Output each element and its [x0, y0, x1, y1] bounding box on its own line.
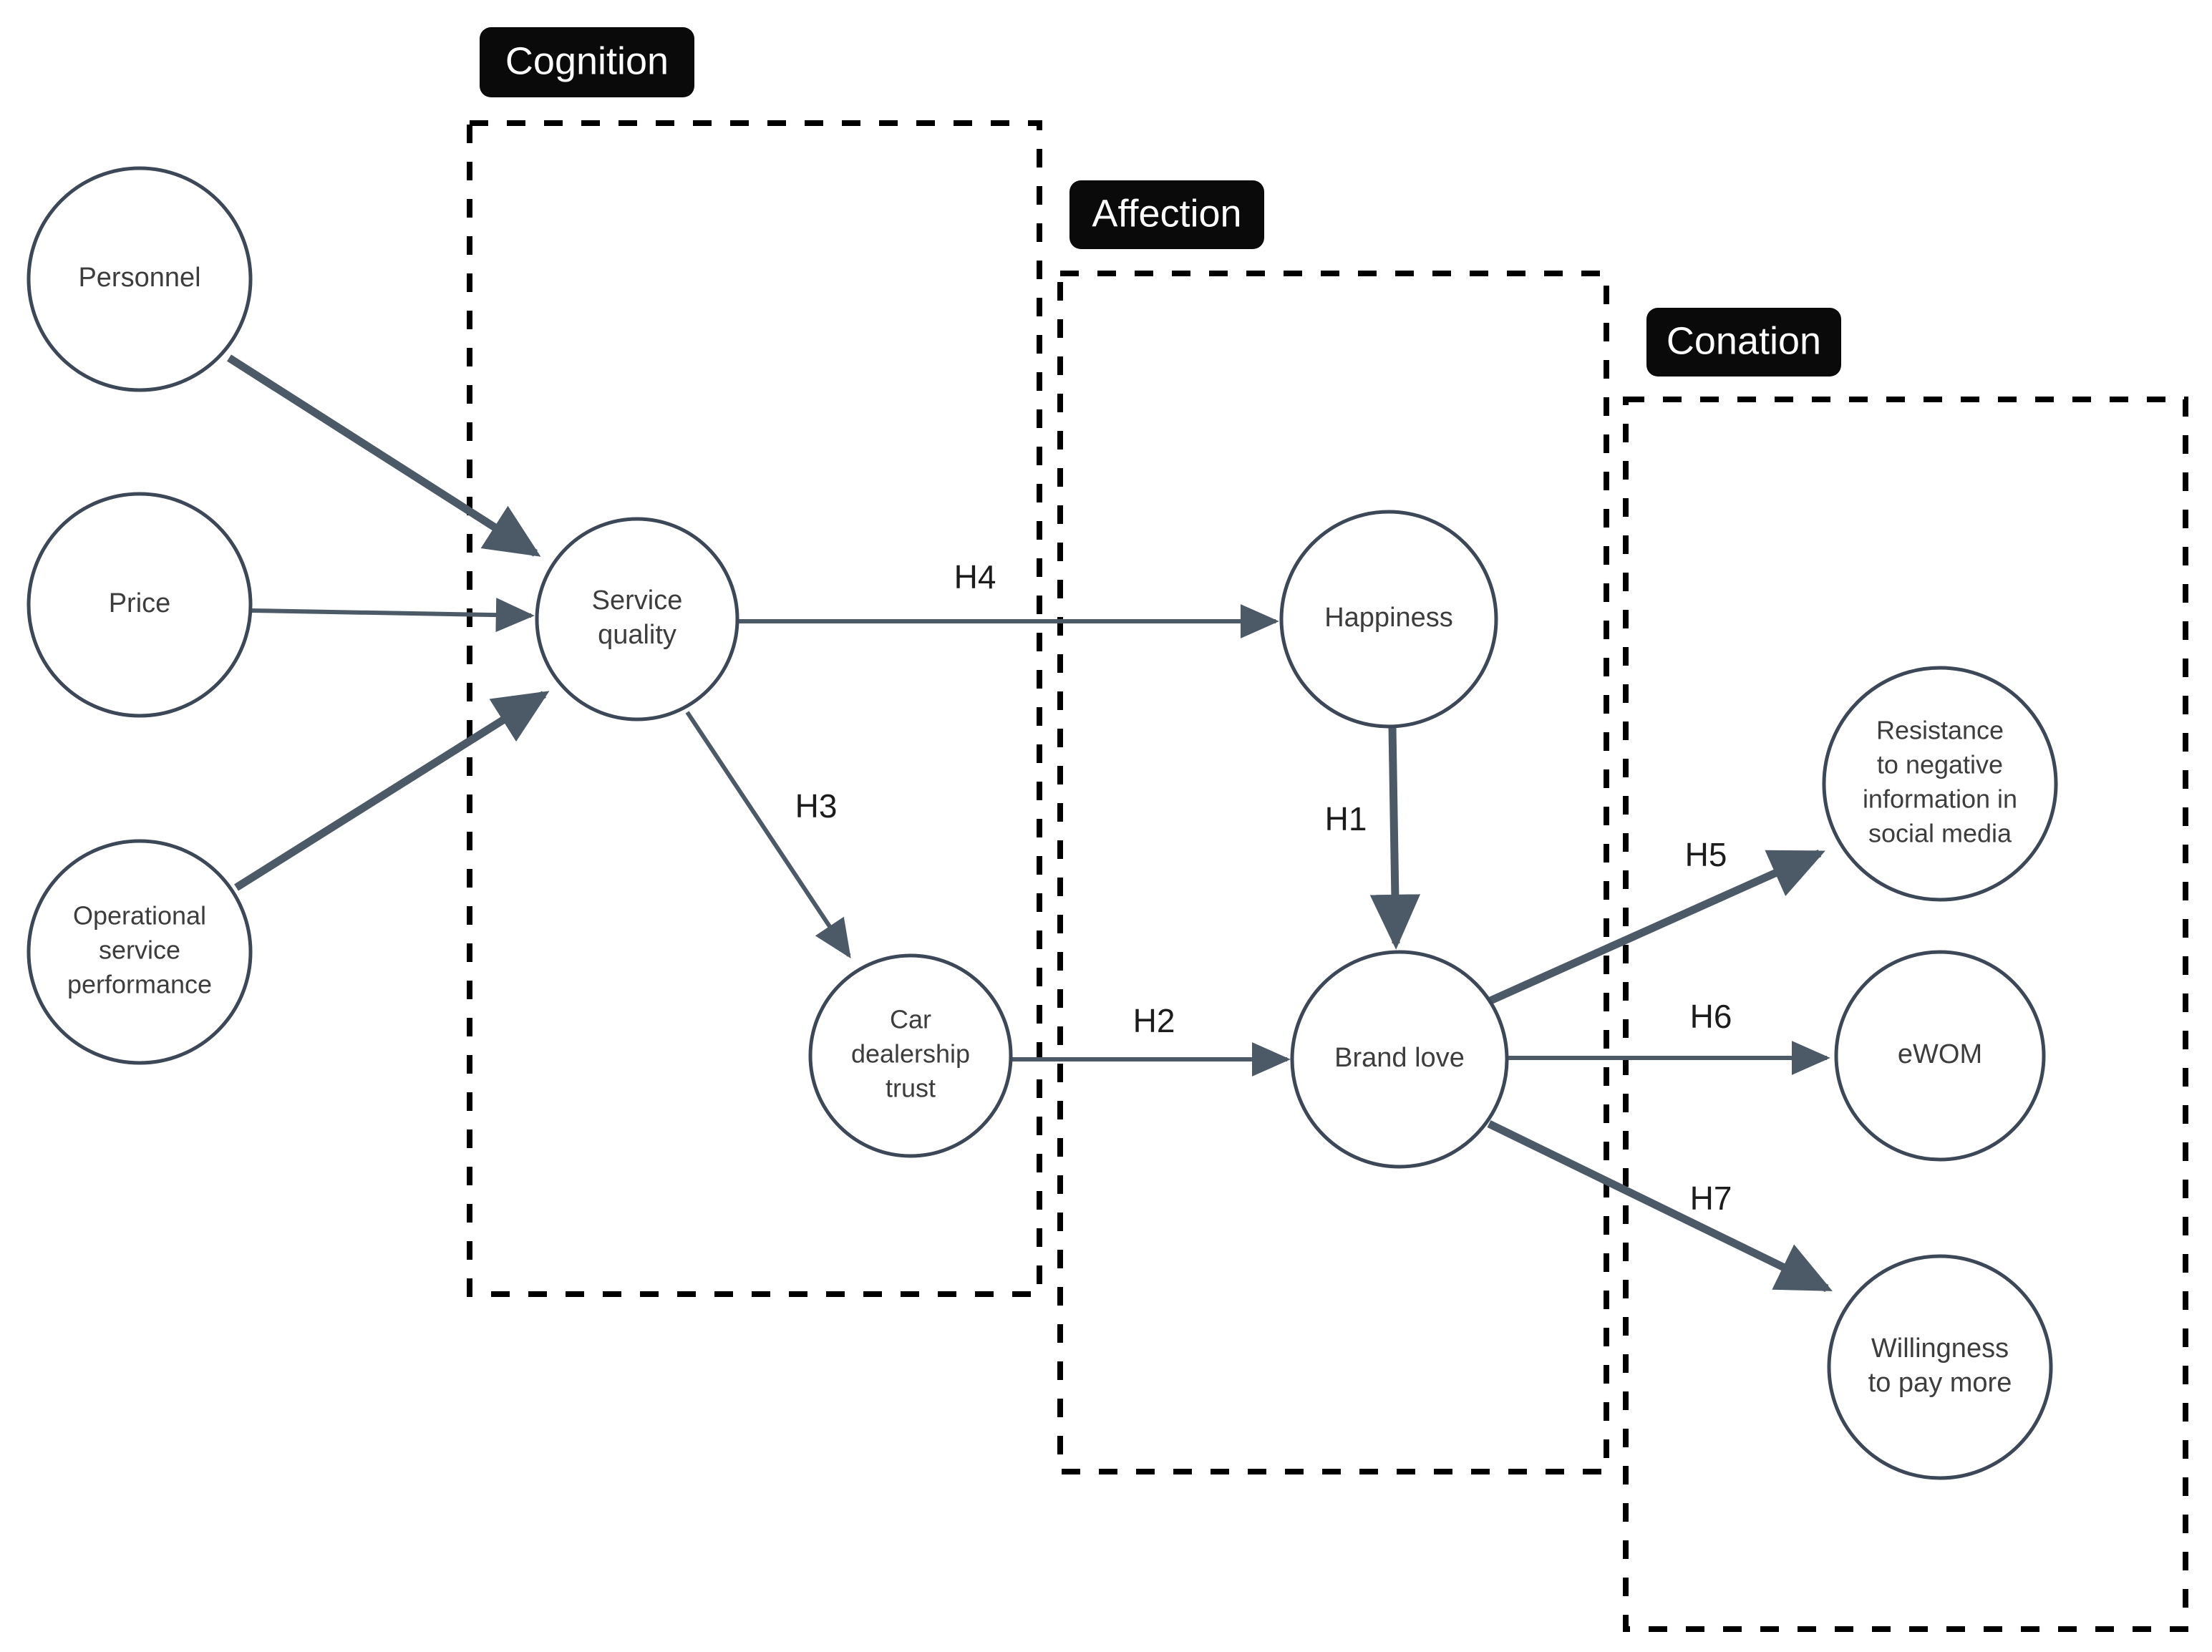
node-label-operational-service-performance: Operational — [73, 901, 206, 931]
edge-label-h2: H2 — [1133, 1002, 1175, 1039]
edge-label-h4: H4 — [954, 558, 996, 596]
node-price[interactable]: Price — [26, 492, 253, 718]
group-boxes-layer — [467, 120, 2188, 1632]
node-circle-price[interactable] — [26, 492, 253, 718]
node-label-personnel: Personnel — [78, 263, 200, 293]
node-personnel[interactable]: Personnel — [26, 166, 253, 392]
node-label-car-dealership-trust: Car — [890, 1005, 931, 1034]
node-label-happiness: Happiness — [1324, 603, 1453, 633]
node-label-service-quality: quality — [598, 620, 676, 650]
group-chip-label-conation: Conation — [1667, 319, 1821, 362]
group-chip-conation: Conation — [1646, 308, 1841, 376]
node-circle-car-dealership-trust[interactable] — [808, 953, 1013, 1158]
node-circle-ewom[interactable] — [1834, 950, 2046, 1162]
group-box-cognition — [467, 120, 1042, 1297]
node-label-car-dealership-trust: dealership — [851, 1039, 970, 1069]
edge-personnel-to-service-quality — [227, 354, 541, 557]
edge-label-h5: H5 — [1685, 836, 1727, 873]
node-circle-resistance-to-negative-information-in-social-media[interactable] — [1822, 666, 2058, 902]
node-label-resistance-to-negative-information-in-social-media: Resistance — [1876, 716, 2004, 745]
edge-label-h6: H6 — [1690, 998, 1732, 1035]
group-chip-label-cognition: Cognition — [505, 39, 669, 82]
group-chip-cognition: Cognition — [480, 27, 694, 97]
edge-brand-love-to-resistance — [1488, 849, 1826, 1005]
edge-operational-to-service-quality — [234, 691, 550, 891]
node-label-ewom: eWOM — [1898, 1039, 1982, 1069]
node-label-brand-love: Brand love — [1334, 1043, 1465, 1073]
group-box-affection — [1057, 271, 1609, 1474]
group-chip-bg-conation — [1646, 308, 1841, 376]
node-willingness-to-pay-more[interactable]: Willingness to pay more — [1827, 1254, 2053, 1480]
node-happiness[interactable]: Happiness — [1279, 510, 1498, 729]
node-label-willingness-to-pay-more: Willingness — [1871, 1333, 2009, 1364]
node-ewom[interactable]: eWOM — [1834, 950, 2046, 1162]
node-circle-brand-love[interactable] — [1290, 950, 1509, 1169]
group-chip-bg-cognition — [480, 27, 694, 97]
node-resistance-to-negative-information-in-social-media[interactable]: Resistance to negative information in socia… — [1822, 666, 2058, 902]
edge-price-to-service-quality — [251, 598, 535, 633]
edge-happiness-to-brand-love — [1369, 727, 1421, 950]
node-label-operational-service-performance: performance — [67, 970, 212, 999]
group-chip-label-affection: Affection — [1092, 192, 1241, 235]
group-chip-bg-affection — [1069, 180, 1264, 249]
node-label-service-quality: Service — [592, 586, 683, 616]
node-label-resistance-to-negative-information-in-social-media: social media — [1868, 819, 2012, 848]
node-circle-operational-service-performance[interactable] — [26, 839, 253, 1065]
node-label-car-dealership-trust: trust — [886, 1074, 936, 1103]
edge-label-h3: H3 — [795, 787, 838, 825]
edges-layer — [227, 354, 1833, 1292]
node-circle-willingness-to-pay-more[interactable] — [1827, 1254, 2053, 1480]
node-circle-service-quality[interactable] — [535, 517, 739, 721]
node-label-resistance-to-negative-information-in-social-media: information in — [1863, 784, 2017, 814]
node-car-dealership-trust[interactable]: Car dealership trust — [808, 953, 1013, 1158]
edge-label-h7: H7 — [1690, 1180, 1732, 1217]
node-label-resistance-to-negative-information-in-social-media: to negative — [1877, 750, 2003, 779]
node-operational-service-performance[interactable]: Operational service performance — [26, 839, 253, 1065]
node-service-quality[interactable]: Service quality — [535, 517, 739, 721]
edge-label-h1: H1 — [1325, 800, 1367, 837]
group-chip-affection: Affection — [1069, 180, 1264, 249]
node-label-willingness-to-pay-more: to pay more — [1868, 1368, 2012, 1398]
edge-brand-love-to-willingness — [1487, 1120, 1833, 1292]
node-label-operational-service-performance: service — [99, 936, 180, 965]
node-circle-personnel[interactable] — [26, 166, 253, 392]
node-label-price: Price — [109, 588, 171, 618]
node-brand-love[interactable]: Brand love — [1290, 950, 1509, 1169]
edge-service-quality-to-car-dealership-trust — [685, 711, 851, 958]
node-circle-happiness[interactable] — [1279, 510, 1498, 729]
